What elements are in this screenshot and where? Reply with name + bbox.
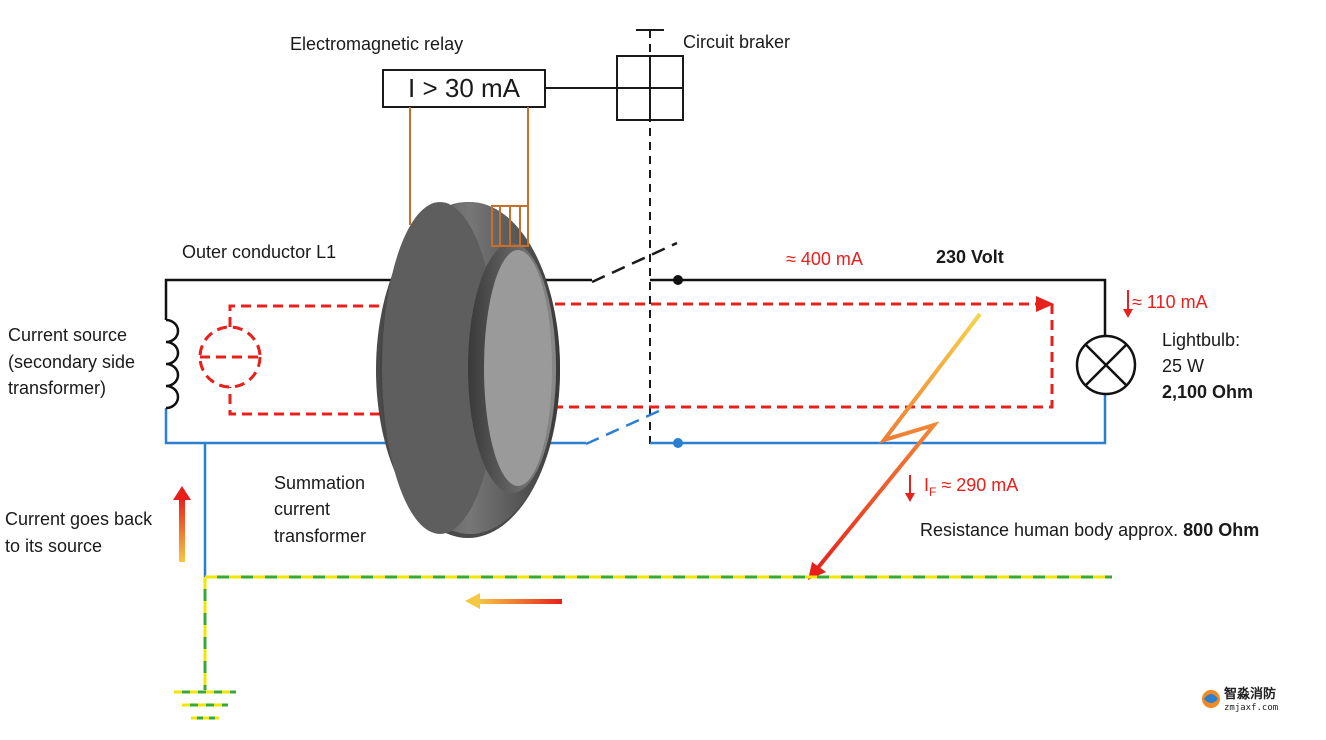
coil-icon: [165, 318, 180, 410]
body-resistance-label: Resistance human body approx. 800 Ohm: [920, 520, 1259, 540]
return-arrows: [173, 486, 562, 609]
outer-conductor-label: Outer conductor L1: [182, 242, 336, 262]
loop-top-left: [228, 304, 380, 327]
fault-current-value: ≈ 290 mA: [936, 475, 1018, 495]
summation-label-3: transformer: [274, 526, 366, 546]
arrow-if-icon: [905, 493, 915, 502]
arrow-right-icon: [1036, 296, 1054, 312]
lightning-bolt-icon: [810, 312, 982, 577]
fault-current-subscript: F: [929, 485, 936, 499]
logo-icon-mark: [1204, 694, 1218, 703]
body-resistance-value: 800 Ohm: [1183, 520, 1259, 540]
loop-right: [490, 304, 1054, 409]
current-400-label: ≈ 400 mA: [786, 249, 863, 269]
small-arrows: [905, 290, 1133, 502]
left-arrow-shaft: [478, 599, 562, 604]
current-source-label-1: Current source: [8, 325, 127, 345]
summation-label-1: Summation: [274, 473, 365, 493]
fault-current-symbol: I: [924, 475, 929, 495]
neutral-conductor-right: [650, 393, 1107, 445]
summation-label-2: current: [274, 499, 330, 519]
lightbulb: [1075, 334, 1137, 396]
breaker-contact-l1: [591, 241, 678, 284]
relay-value: I > 30 mA: [408, 73, 521, 103]
logo-name: 智淼消防: [1224, 686, 1276, 702]
breaker-contact-n: [585, 404, 671, 446]
phase-conductor-right: [650, 278, 1107, 337]
logo-url: zmjaxf.com: [1224, 703, 1278, 713]
lightbulb-label-2: 25 W: [1162, 356, 1204, 376]
current-source-icon: [198, 325, 262, 389]
return-label-1: Current goes back: [5, 509, 153, 529]
summation-transformer: [376, 202, 560, 538]
core-hole-back: [484, 250, 552, 486]
current-110-label: ≈ 110 mA: [1132, 292, 1208, 312]
current-source-label-2: (secondary side: [8, 352, 135, 372]
up-arrow-shaft: [179, 498, 185, 562]
watermark-logo: 智淼消防 zmjaxf.com: [1202, 686, 1278, 713]
voltage-label: 230 Volt: [936, 247, 1004, 267]
breaker-title: Circuit braker: [683, 32, 790, 52]
current-source-label-3: transformer): [8, 378, 106, 398]
ground-symbol-icon: [174, 690, 236, 720]
relay-box: [382, 69, 546, 108]
body-resistance-text: Resistance human body approx.: [920, 520, 1178, 540]
current-loop: [198, 302, 1054, 416]
circuit-breaker: Circuit braker: [585, 29, 790, 450]
lightbulb-label-1: Lightbulb:: [1162, 330, 1240, 350]
phase-junction-dot: [673, 275, 683, 285]
coil: [165, 318, 180, 410]
lightbulb-label-3: 2,100 Ohm: [1162, 382, 1253, 402]
earth-conductor: [174, 575, 1112, 720]
up-arrow-icon: [173, 486, 191, 500]
core-face: [382, 202, 498, 534]
fault-path: [808, 312, 982, 580]
neutral-junction-dot: [673, 438, 683, 448]
lightbulb-cross-2: [1084, 343, 1128, 387]
left-arrow-icon: [465, 593, 480, 609]
arrow-110-icon: [1123, 309, 1133, 318]
relay: I > 30 mA Electromagnetic relay: [290, 34, 617, 245]
relay-title: Electromagnetic relay: [290, 34, 463, 54]
return-label-2: to its source: [5, 536, 102, 556]
fault-current-label: IF ≈ 290 mA: [924, 475, 1018, 499]
loop-bottom-left: [228, 387, 380, 416]
